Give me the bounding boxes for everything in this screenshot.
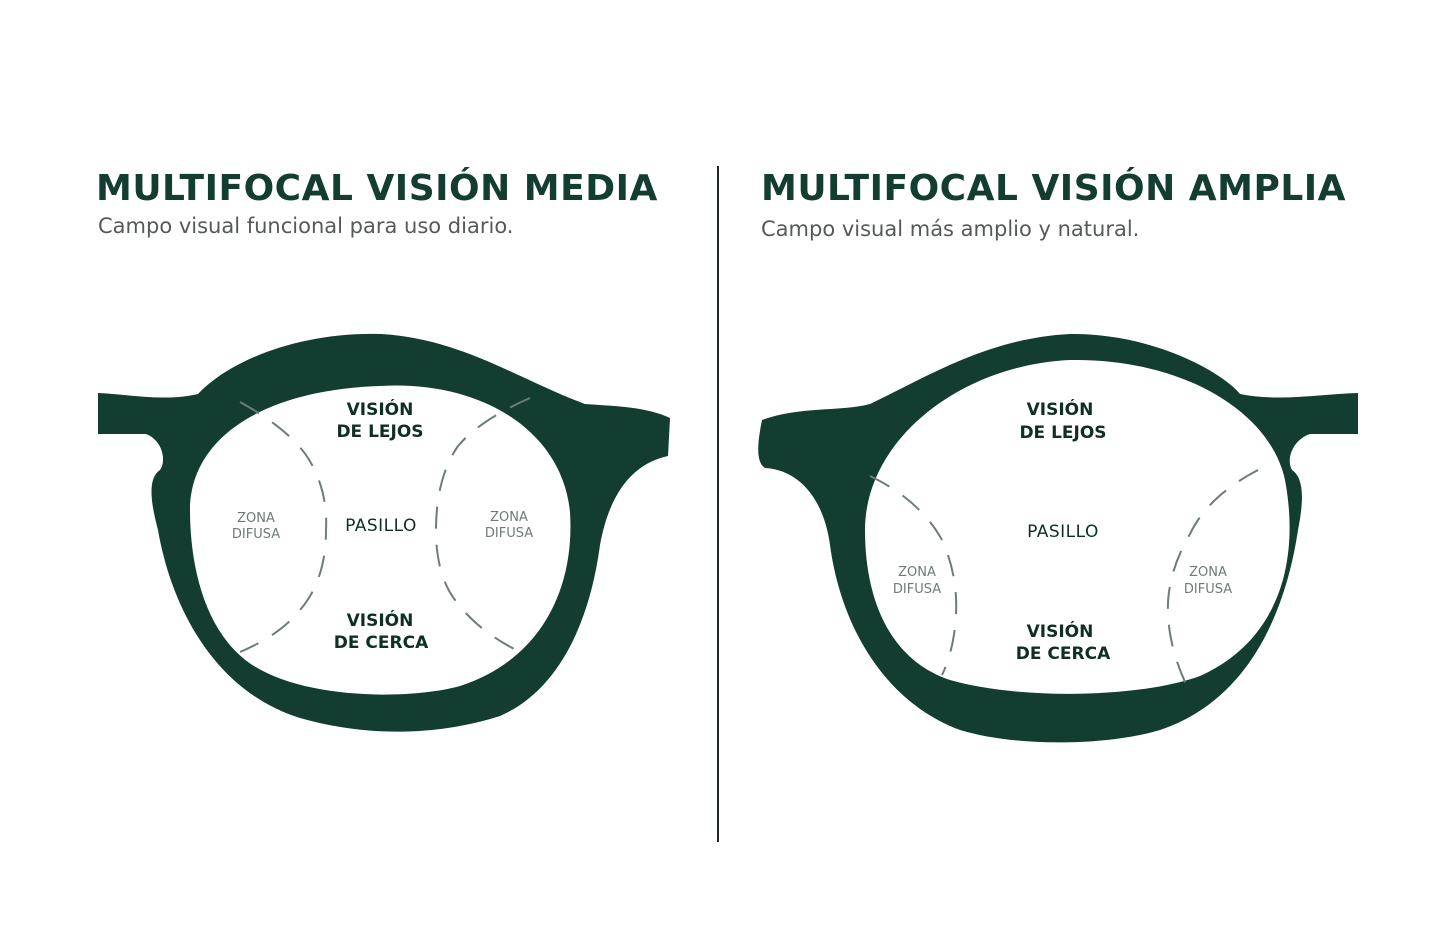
label-near-line1: VISIÓN xyxy=(1027,620,1094,642)
label-far-line1: VISIÓN xyxy=(1027,398,1094,420)
label-blur-left-line1: ZONA xyxy=(237,511,275,526)
label-blur-right-line1: ZONA xyxy=(1189,565,1227,580)
lens-diagram-amplia: VISIÓN DE LEJOS PASILLO VISIÓN DE CERCA … xyxy=(758,333,1358,743)
title-amplia: MULTIFOCAL VISIÓN AMPLIA xyxy=(761,168,1347,209)
label-far-line2: DE LEJOS xyxy=(336,422,423,442)
divider-line xyxy=(717,166,719,842)
label-far-line1: VISIÓN xyxy=(347,398,414,420)
label-blur-right-line2: DIFUSA xyxy=(485,526,533,541)
label-near-line2: DE CERCA xyxy=(334,633,429,653)
label-near-line2: DE CERCA xyxy=(1016,644,1111,664)
lens-diagram-media: VISIÓN DE LEJOS PASILLO VISIÓN DE CERCA … xyxy=(98,333,670,732)
dashed-boundaries-amplia xyxy=(869,469,1259,685)
subtitle-media: Campo visual funcional para uso diario. xyxy=(98,214,514,238)
label-blur-left-line2: DIFUSA xyxy=(232,527,280,542)
dashed-boundaries-media xyxy=(239,397,531,653)
label-blur-left-line1: ZONA xyxy=(898,565,936,580)
label-far-line2: DE LEJOS xyxy=(1019,423,1106,443)
label-blur-right-line2: DIFUSA xyxy=(1184,582,1232,597)
title-media: MULTIFOCAL VISIÓN MEDIA xyxy=(96,168,658,209)
label-near-line1: VISIÓN xyxy=(347,609,414,631)
label-blur-left-line2: DIFUSA xyxy=(893,582,941,597)
label-blur-right-line1: ZONA xyxy=(490,510,528,525)
panel-multifocal-amplia: MULTIFOCAL VISIÓN AMPLIA Campo visual má… xyxy=(720,0,1429,946)
label-corridor: PASILLO xyxy=(1027,522,1099,542)
panel-multifocal-media: MULTIFOCAL VISIÓN MEDIA Campo visual fun… xyxy=(96,168,670,732)
label-corridor: PASILLO xyxy=(345,516,417,536)
subtitle-amplia: Campo visual más amplio y natural. xyxy=(761,217,1140,241)
